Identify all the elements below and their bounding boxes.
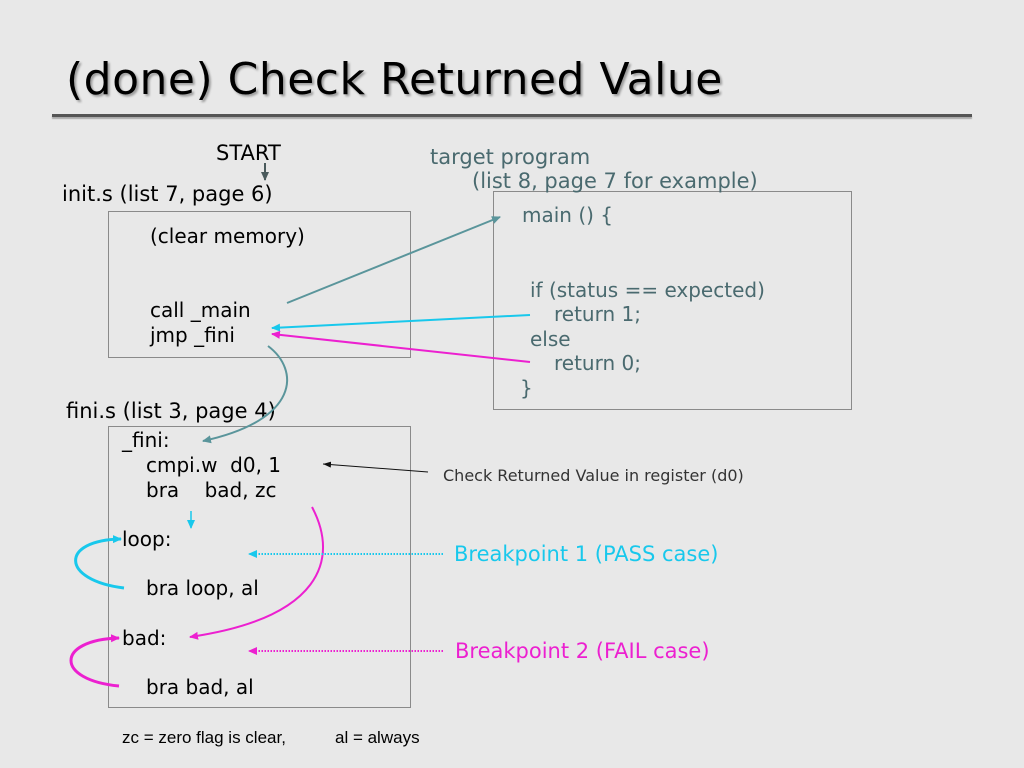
breakpoint1-label: Breakpoint 1 (PASS case)	[454, 542, 719, 566]
fini-line-loop-label: loop:	[122, 527, 172, 551]
breakpoint2-label: Breakpoint 2 (FAIL case)	[455, 639, 710, 663]
check-pointer-arrow	[322, 461, 429, 473]
target-box	[493, 191, 852, 410]
bad-loop-arrow	[69, 634, 120, 688]
jmp-fini-arrow	[202, 345, 289, 444]
target-line-main: main () {	[522, 203, 614, 227]
call-main-arrow	[286, 216, 501, 304]
target-line-return0: return 0;	[554, 351, 641, 375]
fini-label: fini.s (list 3, page 4)	[66, 399, 276, 423]
footer-al-note: al = always	[335, 728, 420, 747]
target-line-else: else	[530, 327, 571, 351]
target-label-line2: (list 8, page 7 for example)	[472, 169, 758, 193]
slide-title: (done) Check Returned Value	[66, 54, 723, 105]
init-box	[108, 211, 411, 358]
check-annotation: Check Returned Value in register (d0)	[443, 466, 744, 485]
fini-line-bra-bad-al: bra bad, al	[146, 675, 254, 699]
fini-line-cmpi: cmpi.w d0, 1	[146, 453, 282, 477]
start-label: START	[216, 141, 281, 165]
footer-zc-note: zc = zero flag is clear,	[122, 728, 286, 747]
target-line-return1: return 1;	[554, 302, 641, 326]
fini-line-bra-loop: bra loop, al	[146, 576, 259, 600]
target-line-close-brace: }	[520, 376, 533, 400]
fini-line-label: _fini:	[122, 428, 170, 452]
init-label: init.s (list 7, page 6)	[62, 182, 273, 206]
title-underline	[52, 114, 972, 117]
return0-arrow	[271, 330, 531, 363]
fini-line-bad-label: bad:	[122, 626, 167, 650]
fini-line-bra-bad-zc: bra bad, zc	[146, 478, 277, 502]
init-line-jmp-fini: jmp _fini	[150, 323, 235, 347]
branch-bad-arrow	[189, 506, 325, 640]
fini-box	[108, 426, 411, 708]
init-line-clear-memory: (clear memory)	[150, 224, 305, 248]
init-line-call-main: call _main	[150, 298, 251, 322]
target-line-if: if (status == expected)	[530, 278, 765, 302]
target-label-line1: target program	[430, 145, 591, 169]
loop-back-arrow	[74, 535, 125, 590]
return1-arrow	[271, 314, 531, 332]
